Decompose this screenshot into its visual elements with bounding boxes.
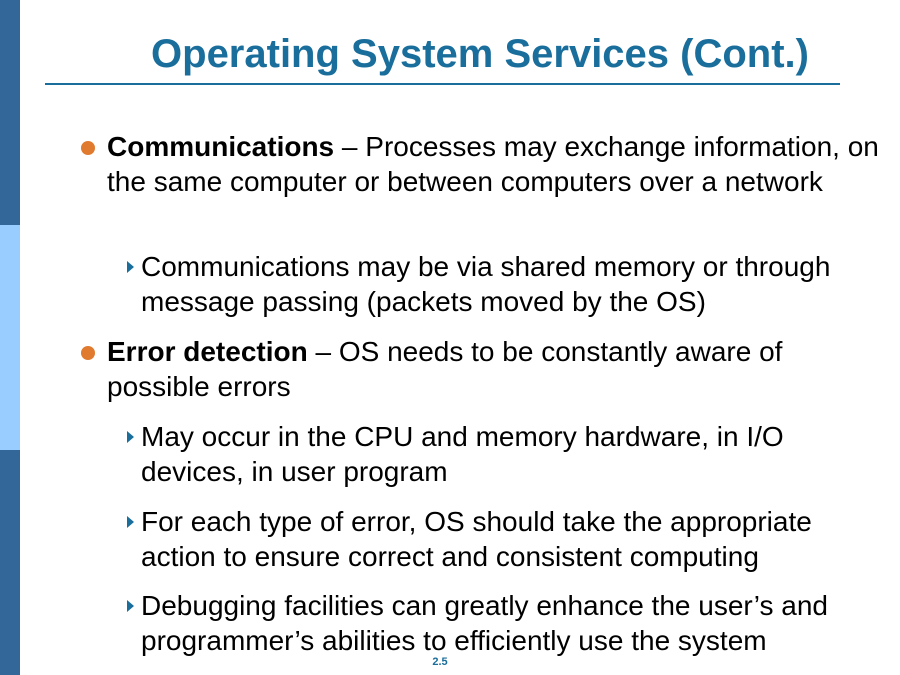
bullet-term: Error detection [107, 336, 308, 367]
bullet-dot-icon [81, 141, 95, 155]
sub-bullet-debugging: Debugging facilities can greatly enhance… [141, 590, 828, 656]
bullet-text: – OS needs to be constantly aware of pos… [107, 336, 783, 402]
arrow-bullet-icon [127, 431, 134, 443]
bullet-dot-icon [81, 346, 95, 360]
sub-bullet-error-sources: May occur in the CPU and memory hardware… [141, 421, 784, 487]
sub-bullet-communications-methods: Communications may be via shared memory … [141, 251, 831, 317]
slide-title: Operating System Services (Cont.) [151, 32, 809, 76]
bullet-term: Communications [107, 131, 335, 162]
bullet-error-detection: Error detection – OS needs to be constan… [107, 334, 887, 404]
arrow-bullet-icon [127, 600, 134, 612]
title-underline [45, 83, 840, 85]
sub-bullet-error-handling: For each type of error, OS should take t… [141, 506, 812, 572]
sidebar-segment-top [0, 0, 20, 225]
arrow-bullet-icon [127, 261, 134, 273]
sidebar-decoration [0, 0, 20, 675]
bullet-communications: Communications – Processes may exchange … [107, 129, 887, 199]
sidebar-segment-bottom [0, 450, 20, 675]
arrow-bullet-icon [127, 516, 134, 528]
sidebar-segment-middle [0, 225, 20, 450]
bullet-text: – Processes may exchange information, on… [107, 131, 879, 197]
page-number: 2.5 [432, 656, 448, 668]
